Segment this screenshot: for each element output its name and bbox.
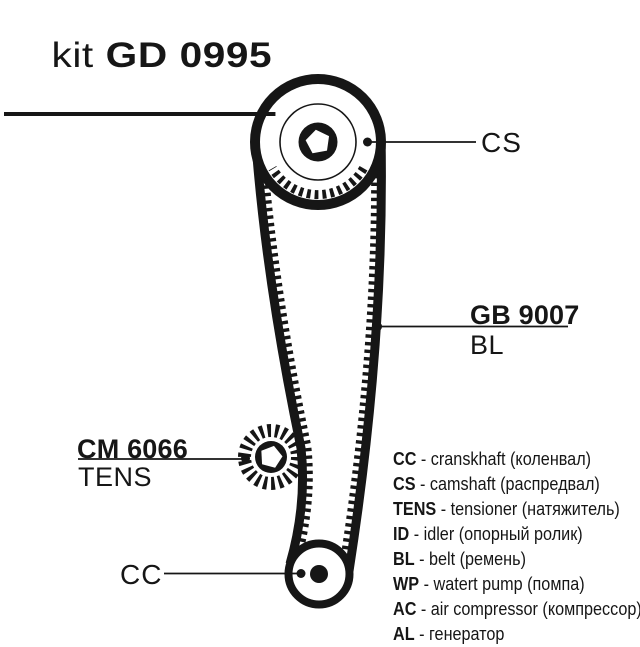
legend-separator: - — [415, 474, 430, 494]
legend-row: BL - belt (ремень) — [393, 547, 640, 572]
cm-leader-dot — [241, 454, 250, 463]
camshaft-pentagon-hole — [305, 129, 330, 154]
legend-desc: watert pump (помпа) — [433, 574, 585, 594]
cs-leader-dot — [363, 137, 372, 147]
legend-abbr: CC — [393, 449, 417, 469]
kit-title-code: GD 0995 — [105, 36, 273, 75]
legend-separator: - — [419, 574, 434, 594]
legend-desc: cranskhaft (коленвал) — [430, 449, 592, 469]
legend-desc: air compressor (компрессор) — [430, 599, 640, 619]
legend-row: WP - watert pump (помпа) — [393, 572, 640, 597]
camshaft-pulley — [250, 74, 386, 210]
leader-lines — [78, 137, 568, 578]
belt-left-teeth — [260, 154, 313, 564]
legend-desc: camshaft (распредвал) — [429, 474, 600, 494]
crankshaft-hub — [310, 565, 328, 583]
belt-label: BL — [470, 330, 505, 360]
kit-title: kit GD 0995 — [4, 0, 276, 116]
legend-separator: - — [414, 624, 429, 644]
legend-separator: - — [409, 524, 424, 544]
tensioner-roller — [238, 424, 304, 490]
tensioner-pentagon-hole — [261, 445, 283, 468]
legend-separator: - — [416, 599, 431, 619]
belt-code-label: GB 9007 — [470, 300, 580, 330]
camshaft-inner-circle — [279, 103, 357, 181]
tensioner-code-label: CM 6066 — [77, 434, 188, 464]
legend-abbr: WP — [393, 574, 420, 594]
legend-separator: - — [414, 549, 429, 569]
crankshaft-label: CC — [120, 559, 163, 590]
legend-desc: idler (опорный ролик) — [423, 524, 583, 544]
legend-abbr: AL — [393, 624, 415, 644]
cc-leader-dot — [296, 569, 306, 578]
legend: CC - cranskhaft (коленвал) CS - camshaft… — [393, 447, 640, 647]
belt-right-strand — [344, 134, 386, 572]
legend-row: AC - air compressor (компрессор) — [393, 597, 640, 622]
legend-desc: belt (ремень) — [429, 549, 526, 569]
legend-desc: генератор — [429, 624, 505, 644]
timing-belt — [252, 134, 386, 572]
tensioner-label: TENS — [78, 462, 153, 492]
camshaft-teeth — [268, 165, 368, 200]
belt-left-strand — [252, 156, 308, 566]
legend-separator: - — [436, 499, 451, 519]
legend-desc: tensioner (натяжитель) — [450, 499, 620, 519]
legend-abbr: ID — [393, 524, 410, 544]
legend-row: ID - idler (опорный ролик) — [393, 522, 640, 547]
legend-abbr: TENS — [393, 499, 437, 519]
legend-row: TENS - tensioner (натяжитель) — [393, 497, 640, 522]
legend-row: AL - генератор — [393, 622, 640, 647]
legend-separator: - — [416, 449, 431, 469]
legend-abbr: BL — [393, 549, 415, 569]
camshaft-label: CS — [481, 127, 522, 158]
legend-row: CS - camshaft (распредвал) — [393, 472, 640, 497]
kit-title-prefix: kit — [51, 36, 106, 75]
gb-leader-dot — [372, 321, 382, 332]
belt-right-teeth — [338, 136, 378, 570]
legend-abbr: AC — [393, 599, 417, 619]
legend-row: CC - cranskhaft (коленвал) — [393, 447, 640, 472]
legend-abbr: CS — [393, 474, 416, 494]
